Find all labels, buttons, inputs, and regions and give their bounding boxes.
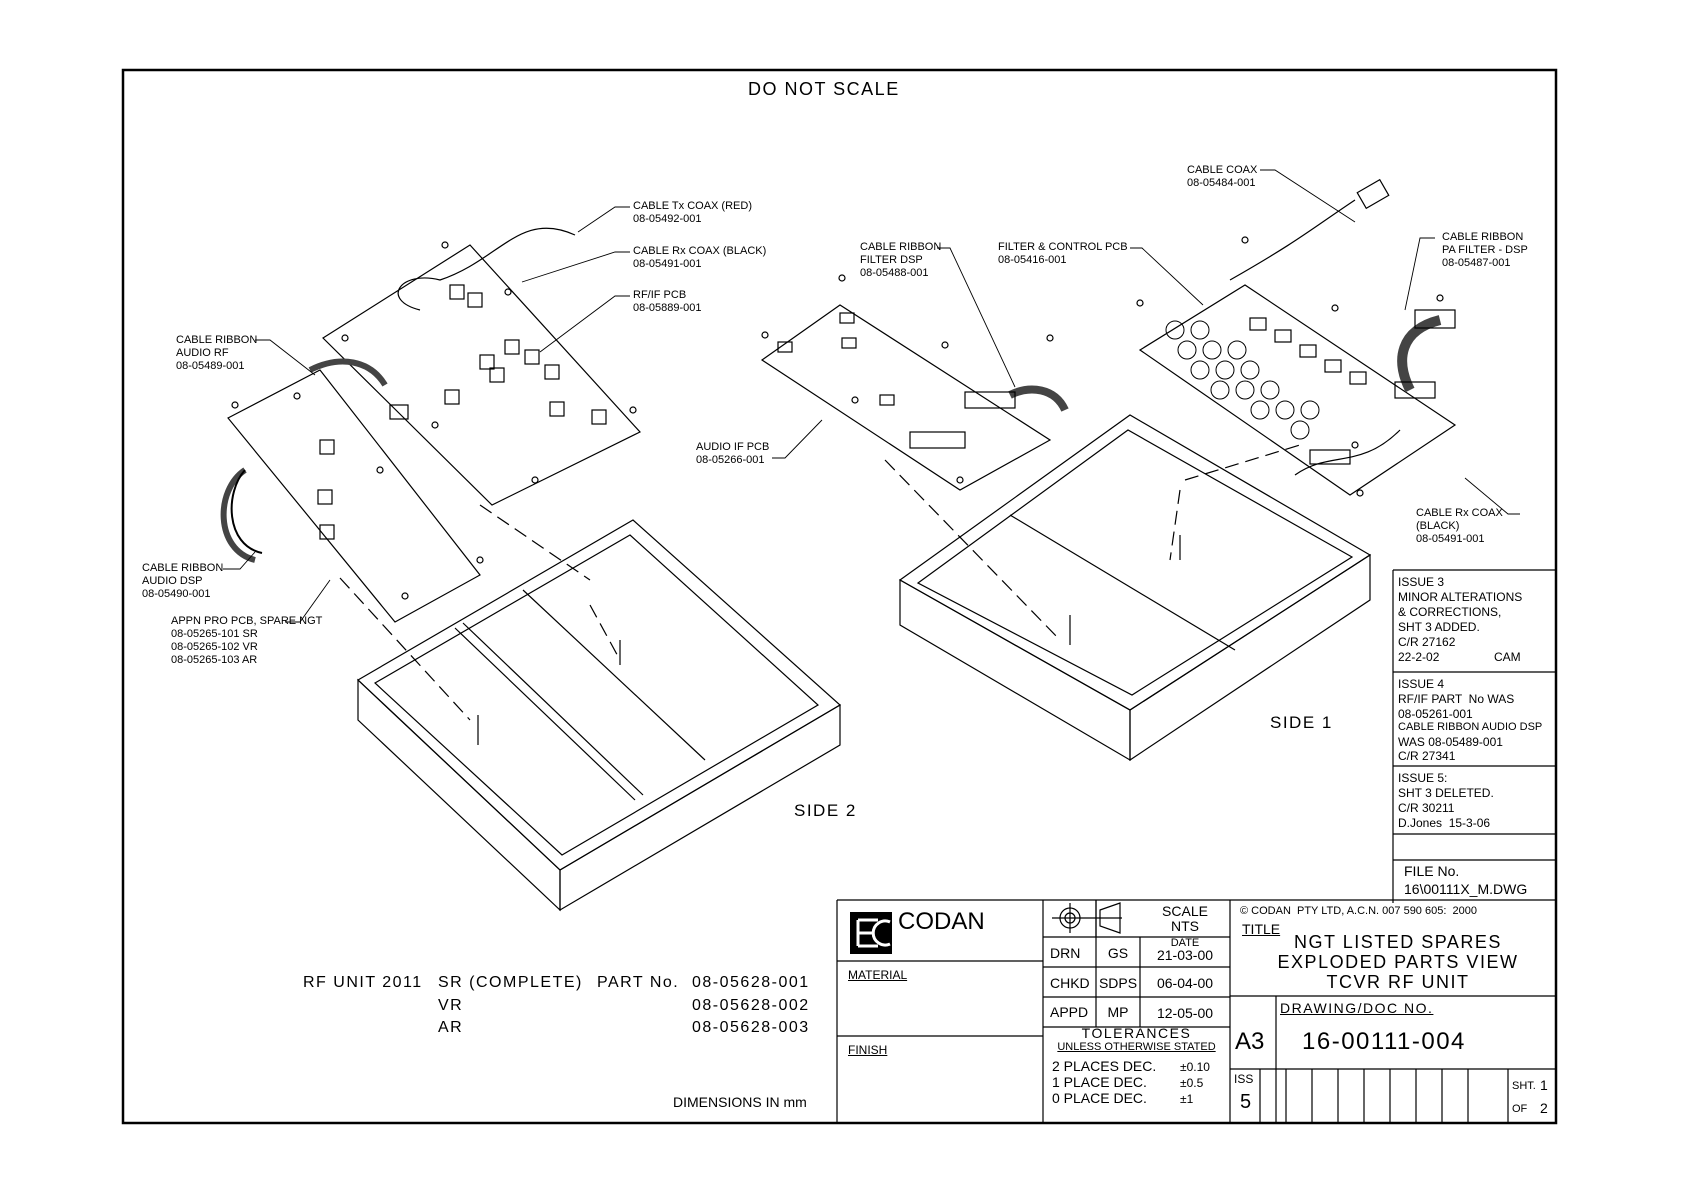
company-name: CODAN xyxy=(898,908,985,935)
callout-leaders xyxy=(223,169,1520,623)
tolerances-subtitle: UNLESS OTHERWISE STATED xyxy=(1057,1041,1216,1053)
sheet-label: SHT. xyxy=(1512,1080,1536,1092)
drawing-title-line-1: NGT LISTED SPARES xyxy=(1294,932,1502,952)
side-2-label: SIDE 2 xyxy=(794,801,857,820)
drawing-title-line-3: TCVR RF UNIT xyxy=(1326,972,1470,992)
sheet-size: A3 xyxy=(1235,1028,1265,1055)
drawing-title-line-2: EXPLODED PARTS VIEW xyxy=(1277,952,1519,972)
dimensions-note: DIMENSIONS IN mm xyxy=(673,1094,807,1110)
drawing-frame xyxy=(121,68,1558,1125)
iss-label: ISS xyxy=(1234,1072,1254,1086)
codan-logo xyxy=(850,912,892,954)
sheet-value: 1 xyxy=(1540,1077,1548,1093)
file-no-label: FILE No. xyxy=(1404,863,1460,879)
side-1-label: SIDE 1 xyxy=(1270,713,1333,732)
copyright-notice: © CODAN PTY LTD, A.C.N. 007 590 605: 200… xyxy=(1240,905,1477,917)
of-label: OF xyxy=(1512,1103,1528,1115)
right-assembly-drawing xyxy=(760,178,1457,762)
iss-value: 5 xyxy=(1240,1091,1252,1113)
do-not-scale-note: DO NOT SCALE xyxy=(748,79,900,99)
date-label: DATE xyxy=(1170,937,1200,949)
projection-symbol-icon xyxy=(1052,902,1122,934)
issue-table-lines xyxy=(1392,569,1556,903)
file-no-value: 16\00111X_M.DWG xyxy=(1404,881,1528,897)
title-block-lines xyxy=(836,899,1556,1123)
scale-label: SCALE xyxy=(1162,903,1208,919)
left-assembly-drawing xyxy=(220,227,842,912)
material-label: MATERIAL xyxy=(848,968,908,982)
of-value: 2 xyxy=(1540,1100,1548,1116)
drawing-doc-number: 16-00111-004 xyxy=(1302,1028,1466,1055)
scale-value: NTS xyxy=(1171,918,1199,934)
finish-label: FINISH xyxy=(848,1043,888,1057)
tolerances-label: TOLERANCES xyxy=(1081,1025,1192,1041)
drawing-doc-label: DRAWING/DOC NO. xyxy=(1280,1000,1434,1016)
title-label: TITLE xyxy=(1242,921,1281,937)
